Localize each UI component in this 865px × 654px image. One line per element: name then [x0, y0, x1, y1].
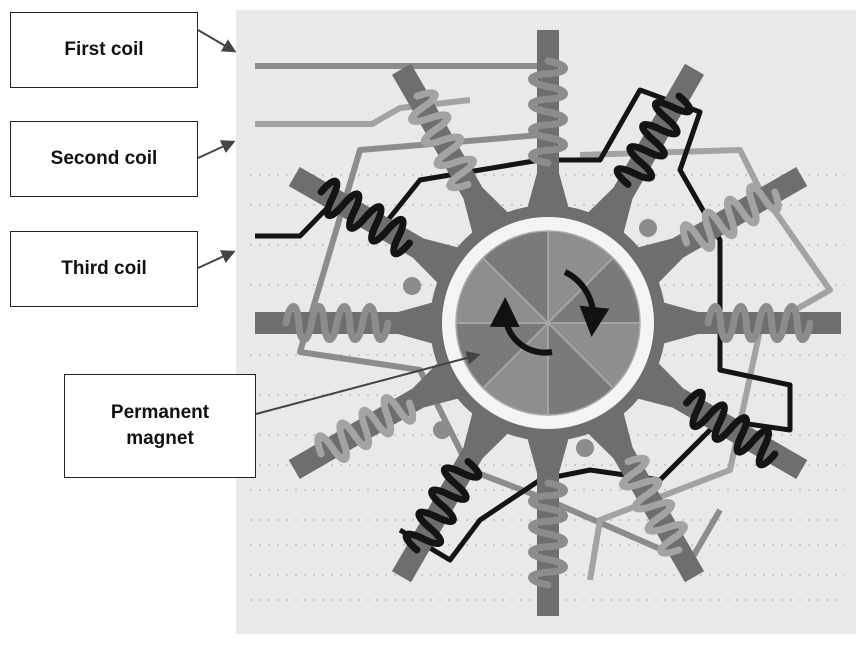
coil-winding: [704, 303, 814, 343]
permanent-magnet-label-line2: magnet: [126, 428, 194, 449]
third-coil-wiring: [255, 87, 793, 563]
coil-winding: [613, 92, 694, 188]
coil-winding: [679, 183, 782, 252]
coil-winding: [317, 177, 413, 258]
coil-winding: [619, 454, 688, 557]
mount-dot: [576, 439, 594, 457]
magnet-sector: [481, 230, 549, 325]
rotation-arrow-clockwise: [563, 269, 610, 337]
coil-winding: [314, 394, 417, 463]
first-coil-label-text: First coil: [64, 39, 144, 61]
second-coil-pointer: [197, 140, 236, 159]
coil-winding: [528, 479, 568, 589]
second-coil-label: Second coil: [10, 121, 198, 197]
magnet-sector: [455, 256, 550, 324]
coil-winding: [408, 89, 477, 192]
coil-winding: [528, 57, 568, 167]
magnet-sector: [546, 322, 641, 390]
magnet-pointer: [255, 351, 481, 415]
mount-dot: [403, 277, 421, 295]
mount-dot: [639, 219, 657, 237]
third-coil-label-text: Third coil: [61, 258, 147, 280]
stator-mount-dots: [403, 219, 657, 457]
rotation-arrow-counterclockwise: [489, 297, 553, 356]
first-coil-pointer: [197, 29, 237, 53]
permanent-magnet-rotor: [455, 230, 641, 416]
permanent-magnet-label-line1: Permanent: [110, 402, 210, 424]
second-coil-lead: [255, 97, 471, 127]
magnet-sector: [481, 321, 549, 416]
stator-coils: [282, 57, 814, 589]
third-coil-return-wire: [378, 87, 793, 563]
second-coil-label-text: Second coil: [50, 148, 158, 170]
third-coil-pointer: [197, 250, 236, 269]
magnet-sector: [547, 321, 615, 416]
magnet-sector: [546, 256, 641, 324]
third-coil-label: Third coil: [10, 231, 198, 307]
third-coil-lead: [255, 198, 337, 239]
magnet-sector: [547, 230, 615, 325]
coil-winding: [683, 388, 779, 469]
permanent-magnet-label: Permanent magnet: [64, 374, 256, 478]
first-coil-label: First coil: [10, 12, 198, 88]
coil-winding: [282, 303, 392, 343]
mount-dot: [433, 421, 451, 439]
coil-winding: [402, 458, 483, 554]
